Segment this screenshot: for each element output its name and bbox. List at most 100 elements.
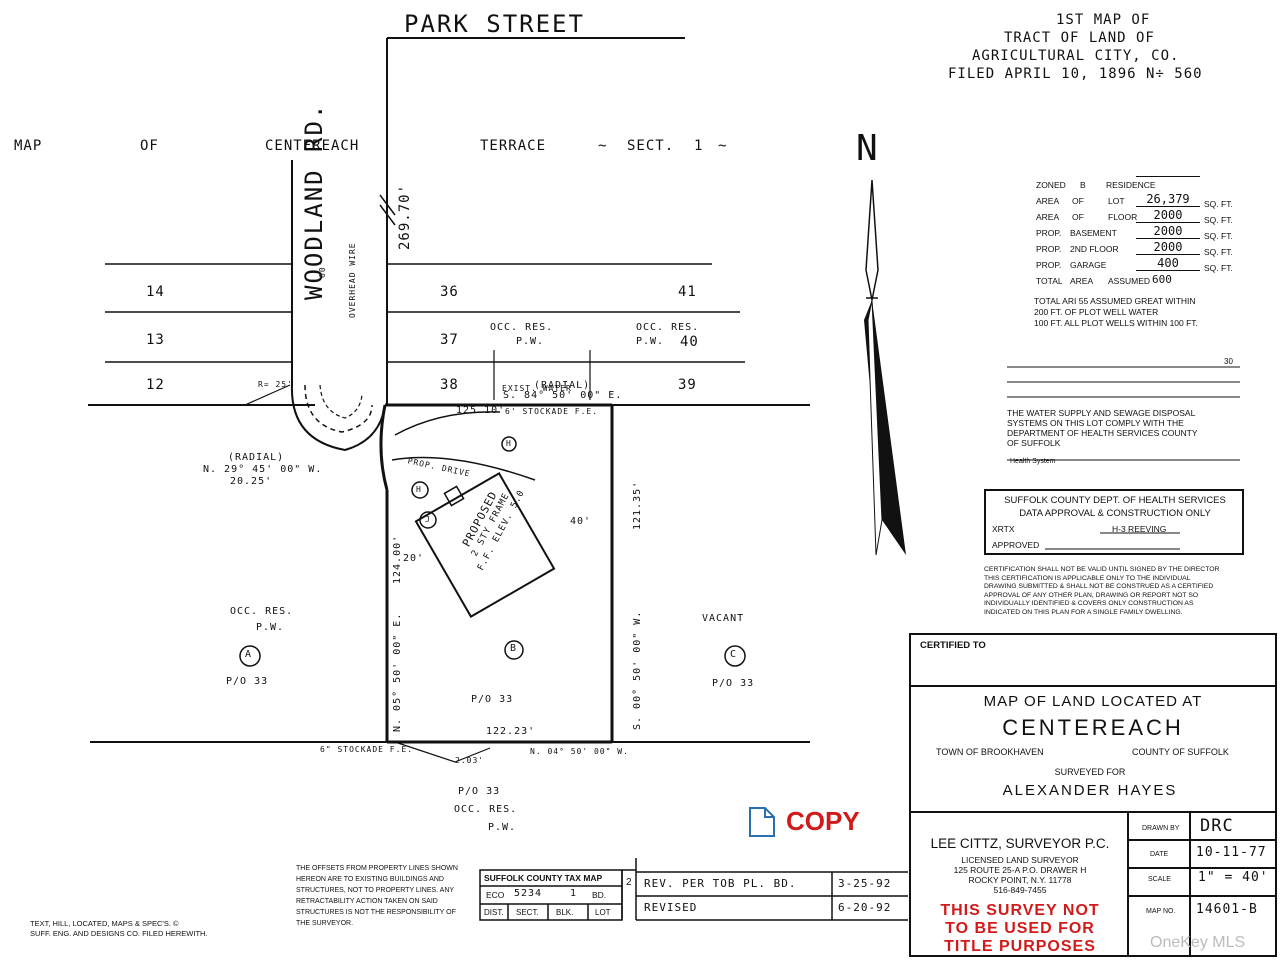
stockade-offset bbox=[394, 741, 491, 763]
stockade-top-note: 6' STOCKADE F.E. bbox=[505, 407, 599, 416]
cert-line: THIS CERTIFICATION IS APPLICABLE ONLY TO… bbox=[984, 574, 1191, 582]
surveyor-line: ROCKY POINT, N.Y. 11778 bbox=[968, 875, 1072, 885]
j-circle bbox=[419, 511, 437, 529]
house-marker bbox=[443, 485, 465, 507]
surveyor-line: LICENSED LAND SURVEYOR bbox=[961, 855, 1079, 865]
certified-to-label: CERTIFIED TO bbox=[920, 640, 986, 651]
h-marker: H bbox=[416, 485, 422, 494]
north-arrow bbox=[864, 179, 906, 556]
zoning-cell: BASEMENT bbox=[1070, 228, 1117, 238]
break-mark bbox=[379, 194, 396, 216]
xrtx-label: XRTX bbox=[992, 524, 1015, 534]
dimension-20-25: 20.25' bbox=[230, 476, 273, 487]
watermark: OneKey MLS bbox=[1150, 934, 1246, 951]
tax-one: 1 bbox=[570, 888, 578, 899]
exist-water-note: EXIST. WATER bbox=[502, 384, 572, 393]
occupancy-label: OCC. RES. bbox=[490, 322, 554, 333]
occupancy-label: P.W. bbox=[636, 336, 665, 347]
tax-dist: DIST. bbox=[484, 908, 504, 917]
subdivision-word: OF bbox=[140, 138, 159, 154]
zoning-cell: OF bbox=[1072, 196, 1084, 206]
offset-line: THE SURVEYOR. bbox=[296, 920, 354, 927]
driveway-curve bbox=[304, 384, 373, 433]
subdivision-word: CENTEREACH bbox=[265, 138, 360, 154]
zoning-cell: SQ. FT. bbox=[1204, 231, 1233, 241]
lot-number: 38 bbox=[440, 377, 459, 393]
zoning-cell bbox=[1136, 176, 1200, 177]
revision-1: REV. PER TOB PL. BD. bbox=[644, 877, 797, 890]
map-of-land-label: MAP OF LAND LOCATED AT bbox=[983, 693, 1203, 710]
tax-lot: LOT bbox=[595, 908, 611, 917]
dimension-40: 40' bbox=[570, 516, 592, 527]
bottom-parcel-po: P/O 33 bbox=[458, 786, 501, 797]
water-line: THE WATER SUPPLY AND SEWAGE DISPOSAL bbox=[1007, 408, 1196, 418]
zoning-cell: 2000 bbox=[1136, 224, 1200, 239]
overhead-wire-note: OVERHEAD WIRE bbox=[348, 242, 357, 318]
wells-line: 100 FT. ALL PLOT WELLS WITHIN 100 FT. bbox=[1034, 318, 1198, 328]
radial-bearing: N. 29° 45' 00" W. bbox=[203, 464, 323, 475]
zoning-cell: PROP. bbox=[1036, 260, 1062, 270]
text-note-line: TEXT, HILL, LOCATED, MAPS & SPEC'S. © bbox=[30, 919, 179, 928]
zoning-cell: FLOOR bbox=[1108, 212, 1138, 222]
scale-30: 30 bbox=[1224, 357, 1233, 366]
wells-note: TOTAL ARI 55 ASSUMED GREAT WITHIN 200 FT… bbox=[1034, 296, 1198, 329]
surveyor-line: 125 ROUTE 25-A P.O. DRAWER H bbox=[953, 865, 1087, 875]
radius-note: R= 25' bbox=[258, 380, 293, 389]
radial-label: (RADIAL) bbox=[228, 452, 285, 463]
map-no-value: 14601-B bbox=[1196, 902, 1258, 917]
health-title-line: SUFFOLK COUNTY DEPT. OF HEALTH SERVICES bbox=[1004, 495, 1226, 506]
warning-line: THIS SURVEY NOT bbox=[940, 902, 1100, 919]
tax-bd: BD. bbox=[592, 890, 607, 900]
revision-2-date: 6-20-92 bbox=[838, 901, 892, 914]
zoning-cell: OF bbox=[1072, 212, 1084, 222]
parcel-a-po: P/O 33 bbox=[226, 676, 269, 687]
dimension-20: 20' bbox=[403, 553, 425, 564]
subdivision-word: ~ bbox=[598, 138, 608, 154]
health-dept-box-frame bbox=[984, 489, 1244, 555]
dimension-121: 121.35' bbox=[632, 480, 643, 530]
tax-eco: ECO bbox=[486, 890, 505, 900]
occupancy-label: P.W. bbox=[516, 336, 545, 347]
lot-number: 40 bbox=[680, 334, 699, 350]
offset-line: STRUCTURES IS NOT THE RESPONSIBILITY OF bbox=[296, 909, 456, 916]
parcel-c-letter: C bbox=[730, 649, 738, 660]
water-line: SYSTEMS ON THIS LOT COMPLY WITH THE bbox=[1007, 418, 1184, 428]
dimension-124: 124.00' bbox=[392, 534, 403, 584]
parcel-a-use: OCC. RES. bbox=[230, 606, 294, 617]
map-no-label: MAP NO. bbox=[1146, 908, 1176, 915]
parcel-b-circle bbox=[504, 640, 524, 660]
zoning-cell: 400 bbox=[1136, 256, 1200, 271]
zoning-cell: B bbox=[1080, 180, 1086, 190]
dimension-60: 60' bbox=[318, 260, 327, 278]
zoning-cell: SQ. FT. bbox=[1204, 263, 1233, 273]
occupancy-label: OCC. RES. bbox=[636, 322, 700, 333]
title-warning: THIS SURVEY NOT TO BE USED FOR TITLE PUR… bbox=[912, 902, 1128, 956]
zoning-cell: PROP. bbox=[1036, 228, 1062, 238]
warning-line: TITLE PURPOSES bbox=[944, 938, 1096, 955]
left-bearing: N. 05° 50' 00" E. bbox=[392, 612, 403, 732]
lot-number: 12 bbox=[146, 377, 165, 393]
scale-label: SCALE bbox=[1148, 876, 1171, 883]
parcel-a-letter: A bbox=[245, 649, 253, 660]
driveway-curve bbox=[319, 384, 363, 419]
revision-2: REVISED bbox=[644, 901, 698, 914]
warning-line: TO BE USED FOR bbox=[945, 920, 1095, 937]
surveyor-line: 516-849-7455 bbox=[993, 885, 1047, 895]
health-title-line: DATA APPROVAL & CONSTRUCTION ONLY bbox=[1019, 508, 1211, 519]
parcel-c-po: P/O 33 bbox=[712, 678, 755, 689]
lot-number: 37 bbox=[440, 332, 459, 348]
filed-map-line: 1ST MAP OF bbox=[1056, 12, 1151, 28]
surveyor-details: LICENSED LAND SURVEYOR 125 ROUTE 25-A P.… bbox=[912, 855, 1128, 895]
county-label: COUNTY OF SUFFOLK bbox=[1132, 747, 1229, 757]
wells-line: 200 FT. OF PLOT WELL WATER bbox=[1034, 307, 1159, 317]
health-dept-title: SUFFOLK COUNTY DEPT. OF HEALTH SERVICES … bbox=[992, 494, 1238, 520]
zoning-cell: TOTAL bbox=[1036, 276, 1063, 286]
approved-label: APPROVED bbox=[992, 540, 1040, 550]
